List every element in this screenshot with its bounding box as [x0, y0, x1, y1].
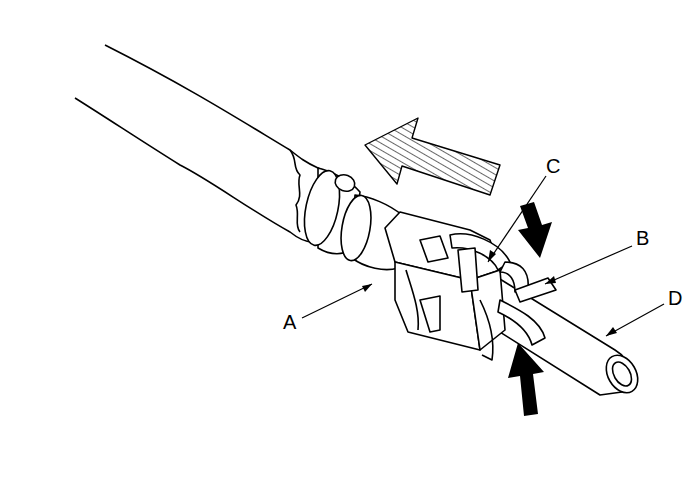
part-letter: B [636, 228, 649, 248]
part-letter: A [283, 312, 296, 332]
part-letter: D [668, 288, 682, 308]
part-letter: C [546, 156, 560, 176]
